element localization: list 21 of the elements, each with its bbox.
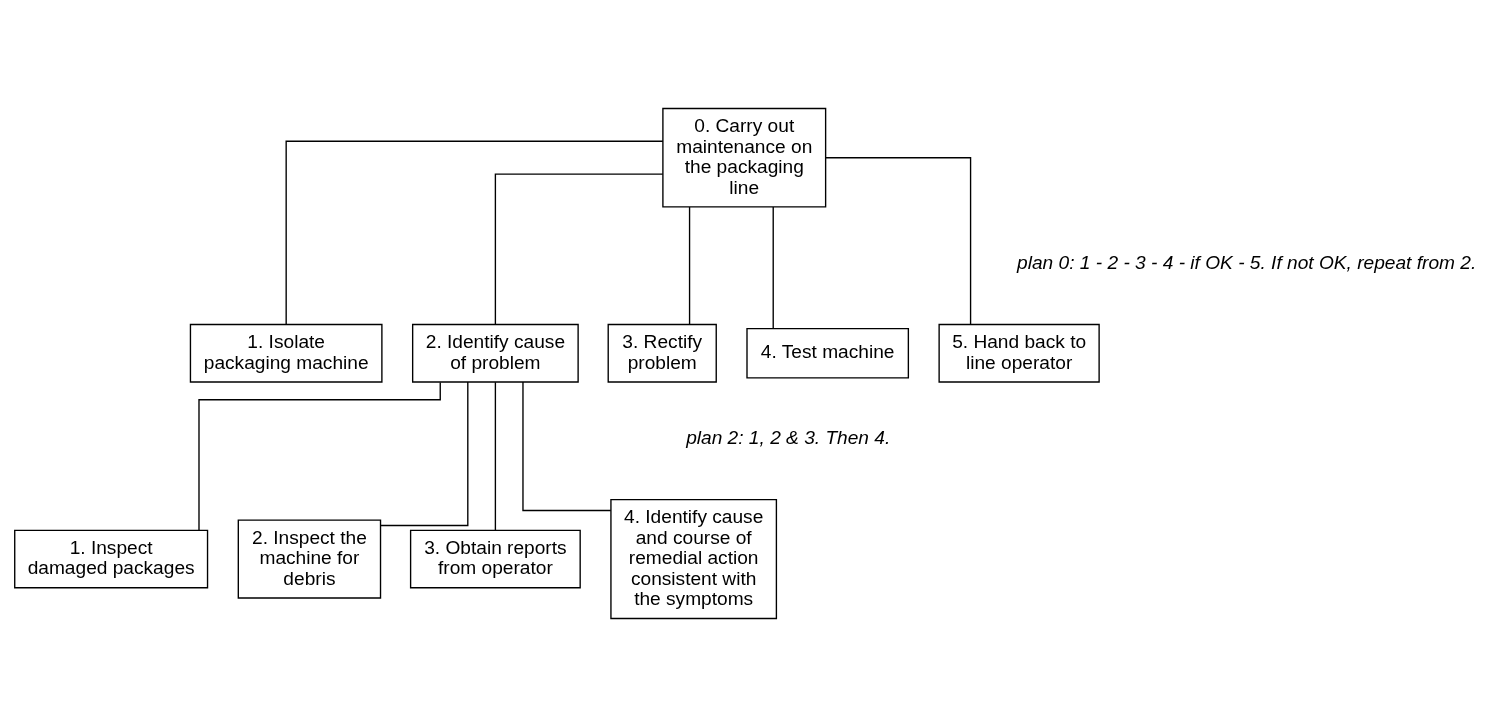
node-box: 1. Isolate packaging machine bbox=[189, 323, 383, 383]
connector bbox=[494, 172, 664, 325]
connector bbox=[285, 140, 664, 325]
connector bbox=[198, 381, 441, 531]
node-box: 2. Identify cause of problem bbox=[411, 323, 579, 383]
node-box: 0. Carry out maintenance on the packaging line bbox=[662, 107, 827, 208]
node-box: 3. Obtain reports from operator bbox=[409, 529, 581, 588]
label: plan 2: 1, 2 & 3. Then 4. bbox=[686, 426, 891, 448]
node-box: 4. Identify cause and course of remedial action consistent with the symptoms bbox=[610, 498, 778, 619]
connector bbox=[522, 380, 612, 511]
connector bbox=[772, 205, 774, 329]
connector bbox=[380, 380, 469, 526]
node-box: 3. Rectify problem bbox=[607, 323, 717, 383]
connector bbox=[825, 156, 972, 325]
connector bbox=[688, 205, 691, 325]
node-box: 2. Inspect the machine for debris bbox=[237, 518, 382, 599]
node-box: 1. Inspect damaged packages bbox=[14, 529, 209, 588]
node-box: 5. Hand back to line operator bbox=[938, 323, 1100, 383]
connector bbox=[494, 381, 497, 531]
node-box: 4. Test machine bbox=[746, 327, 910, 379]
label: plan 0: 1 - 2 - 3 - 4 - if OK - 5. If not OK, repeat from 2. bbox=[1017, 251, 1477, 273]
